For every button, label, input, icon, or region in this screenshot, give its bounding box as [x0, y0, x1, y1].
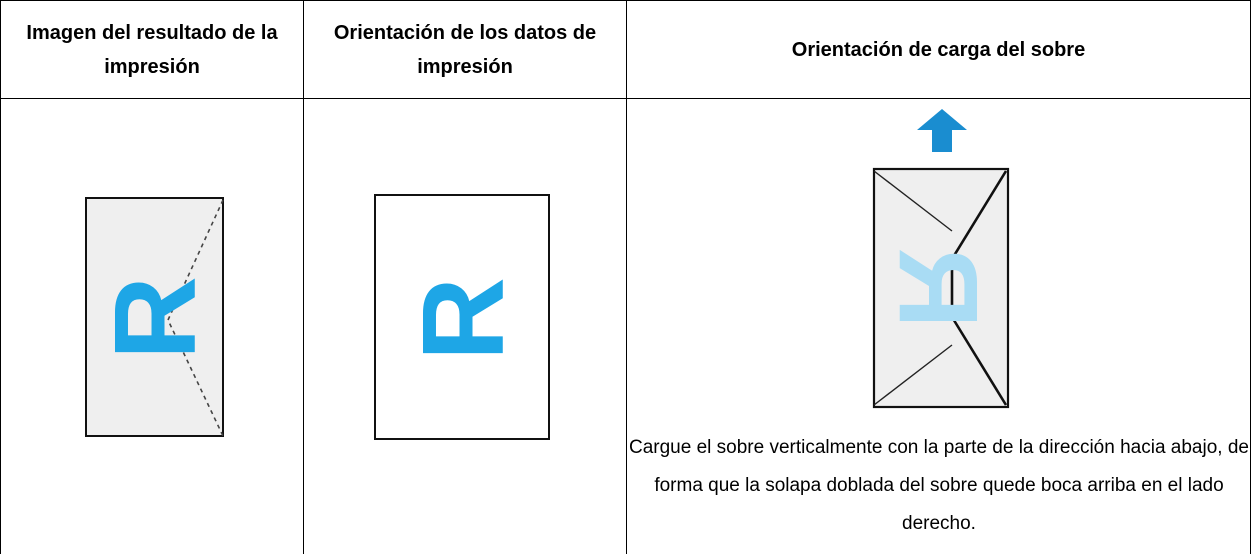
up-arrow-icon [917, 109, 967, 152]
header-print-result: Imagen del resultado de la impresión [1, 1, 303, 98]
header-envelope-loading: Orientación de carga del sobre [627, 1, 1250, 98]
header-envelope-loading-label: Orientación de carga del sobre [791, 38, 1086, 61]
column-divider-1 [303, 0, 304, 554]
header-bottom-border [0, 98, 1251, 99]
header-print-data-orientation: Orientación de los datos de impresión [304, 1, 626, 98]
print-result-envelope-image: R [85, 197, 224, 437]
letter-r-print-result: R [90, 276, 220, 360]
envelope-loading-instruction: Cargue el sobre verticalmente con la par… [629, 437, 1249, 534]
letter-r-print-data: R [398, 277, 528, 361]
letter-r-envelope: R [876, 248, 1001, 329]
table-left-border [0, 0, 1, 554]
envelope-loading-image: R [872, 167, 1010, 409]
header-print-data-orientation-label: Orientación de los datos de impresión [333, 21, 597, 78]
table-top-border [0, 0, 1251, 1]
header-print-result-label: Imagen del resultado de la impresión [26, 21, 278, 78]
column-divider-2 [626, 0, 627, 554]
print-data-page-image: R [374, 194, 550, 440]
